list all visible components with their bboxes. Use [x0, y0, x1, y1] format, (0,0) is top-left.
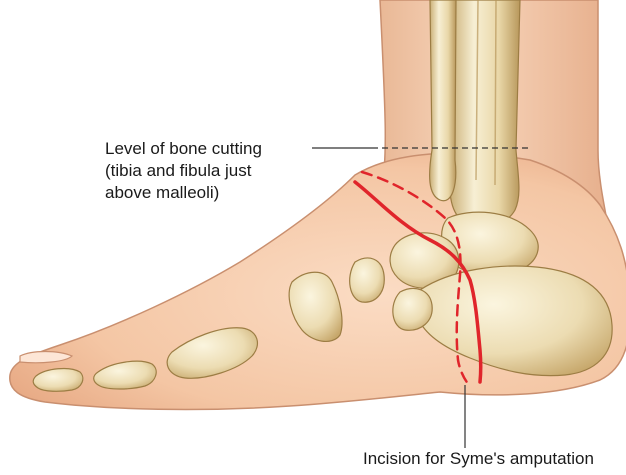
cuneiform-bone-1 [350, 258, 385, 302]
incision-label: Incision for Syme's amputation [363, 448, 594, 470]
bone-cut-label-line-3: above malleoli) [105, 182, 262, 204]
tibia-bone [449, 0, 520, 226]
bone-cut-label-line-1: Level of bone cutting [105, 138, 262, 160]
bone-cut-label-line-2: (tibia and fibula just [105, 160, 262, 182]
fibula-bone [430, 0, 456, 201]
bone-cut-label: Level of bone cutting (tibia and fibula … [105, 138, 262, 204]
cuboid-bone [393, 288, 432, 330]
